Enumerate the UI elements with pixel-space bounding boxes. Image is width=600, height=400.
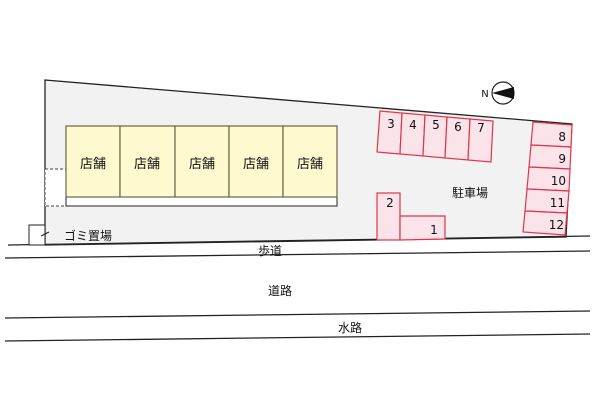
parking-spaces-right: 8 9 10 11 12 bbox=[522, 121, 573, 236]
shop-label: 店舗 bbox=[189, 157, 215, 172]
sidewalk-line bbox=[4, 250, 591, 259]
parking-number: 2 bbox=[386, 196, 394, 210]
parking-space-1 bbox=[399, 215, 446, 241]
shop-label: 店舗 bbox=[297, 157, 323, 172]
parking-number: 4 bbox=[409, 118, 417, 132]
shop-label: 店舗 bbox=[243, 157, 269, 172]
parking-number: 7 bbox=[477, 121, 485, 135]
sidewalk-label: 歩道 bbox=[258, 243, 282, 258]
dashed-area bbox=[44, 168, 67, 207]
parking-space-7 bbox=[467, 118, 494, 163]
shop-unit bbox=[65, 125, 121, 198]
parking-number: 9 bbox=[558, 152, 566, 166]
shop-unit bbox=[228, 125, 284, 198]
parking-number: 12 bbox=[549, 218, 564, 232]
shop-label: 店舗 bbox=[80, 157, 106, 172]
waterway-line bbox=[4, 333, 591, 342]
parking-space-12 bbox=[522, 210, 568, 236]
garbage-area-box bbox=[28, 224, 46, 246]
lot-boundary-line bbox=[7, 235, 591, 246]
road-label: 道路 bbox=[268, 283, 292, 298]
garbage-label: ゴミ置場 bbox=[64, 228, 112, 243]
waterway-label: 水路 bbox=[338, 320, 362, 335]
shop-units: 店舗 店舗 店舗 店舗 店舗 bbox=[65, 125, 338, 198]
parking-number: 8 bbox=[558, 130, 566, 144]
parking-spaces-bottom: 2 1 bbox=[376, 192, 446, 241]
parking-number: 6 bbox=[454, 120, 462, 134]
parking-number: 11 bbox=[550, 196, 565, 210]
shop-unit bbox=[282, 125, 338, 198]
shop-unit bbox=[119, 125, 176, 198]
parking-spaces-top: 3 4 5 6 7 bbox=[376, 110, 494, 163]
north-compass-icon: N bbox=[481, 81, 515, 105]
garbage-pointer bbox=[40, 231, 50, 237]
parking-lot-label: 駐車場 bbox=[452, 185, 488, 200]
parking-number: 10 bbox=[551, 174, 566, 188]
shop-unit bbox=[174, 125, 230, 198]
parking-number: 1 bbox=[430, 223, 438, 237]
north-label: N bbox=[481, 89, 488, 100]
parking-number: 5 bbox=[432, 118, 440, 132]
shop-label: 店舗 bbox=[134, 157, 160, 172]
road-line bbox=[4, 310, 591, 319]
parking-number: 3 bbox=[387, 117, 395, 131]
